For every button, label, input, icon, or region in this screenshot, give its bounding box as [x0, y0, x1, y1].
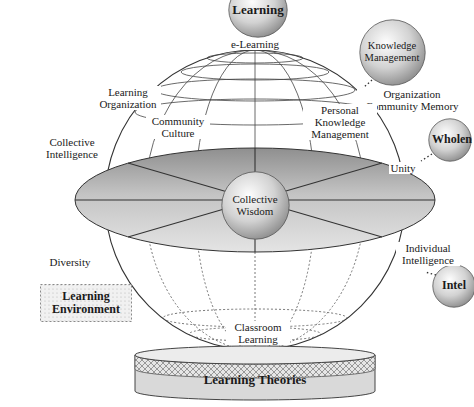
pedestal-top — [135, 346, 375, 364]
node-label: Wholen — [432, 133, 468, 146]
ball-shape — [359, 19, 424, 84]
concept-label: Learning Organization — [95, 86, 161, 110]
top-circle: Learning — [228, 0, 288, 38]
ellipse-shape — [181, 64, 329, 80]
concept-label: Unity — [389, 162, 416, 174]
center-circle: Collective Wisdom — [221, 171, 290, 240]
ball-shape — [433, 265, 474, 307]
equatorial-disc — [75, 148, 435, 252]
node-label: Learning — [232, 3, 283, 17]
ball-shape — [229, 0, 287, 37]
disc-spokes — [75, 148, 435, 252]
environment-box: Learning Environment — [40, 284, 132, 322]
concept-label: Individual Intelligence — [396, 242, 460, 266]
node-label: Knowledge Management — [364, 40, 420, 63]
concept-label: e-Learning — [230, 38, 280, 50]
node-label: Learning Theories — [204, 373, 307, 387]
line-shape — [363, 80, 372, 88]
line-shape — [425, 272, 436, 275]
line-shape — [421, 154, 432, 161]
concept-label: Community Culture — [146, 115, 210, 139]
ellipse-shape — [155, 79, 355, 101]
pedestal-base: Learning Theories — [133, 345, 377, 403]
concept-label: Collective Intelligence — [39, 136, 105, 160]
ball-shape — [429, 119, 471, 161]
box-outline — [41, 285, 132, 322]
concept-label: Diversity — [49, 256, 92, 268]
node-label: Intel — [442, 279, 466, 292]
concept-circle: Intel — [432, 264, 474, 308]
concept-circle: Wholen — [428, 118, 472, 162]
ball-shape — [221, 171, 288, 238]
ellipse-shape — [207, 53, 303, 63]
concept-label: Classroom Learning — [226, 321, 290, 345]
node-label: Collective Wisdom — [226, 193, 284, 217]
concept-circle: Knowledge Management — [359, 19, 426, 86]
node-label: Learning Environment — [45, 290, 127, 316]
concept-label: Personal Knowledge Management — [303, 104, 377, 140]
